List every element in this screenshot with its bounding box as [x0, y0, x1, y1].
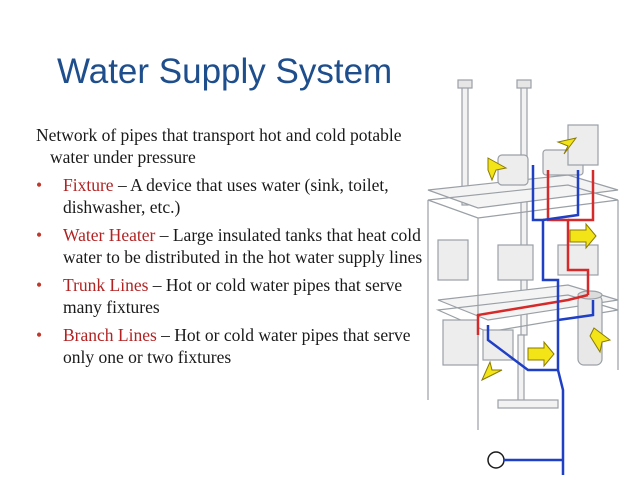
bullet-desc: – Hot or cold water pipes that serve man…: [63, 275, 403, 317]
bullet-dot: •: [36, 175, 43, 195]
bullet-dot: •: [36, 275, 43, 295]
bullet-term: Branch Lines: [63, 325, 157, 345]
bullet-term: Water Heater: [63, 225, 156, 245]
bullet-trunk-lines: • Trunk Lines – Hot or cold water pipes t…: [36, 274, 432, 318]
bullet-dot: •: [36, 225, 43, 245]
bullet-desc: – Hot or cold water pipes that serve onl…: [63, 325, 411, 367]
bullet-dot: •: [36, 325, 43, 345]
bullet-term: Trunk Lines: [63, 275, 149, 295]
bullet-branch-lines: • Branch Lines – Hot or cold water pipes …: [36, 324, 432, 368]
plumbing-diagram-icon: [427, 79, 619, 475]
slide-body: Network of pipes that transport hot and …: [36, 124, 432, 374]
bullet-water-heater: • Water Heater – Large insulated tanks th…: [36, 224, 432, 268]
slide-title: Water Supply System: [57, 52, 393, 91]
bullet-desc: – Large insulated tanks that heat cold w…: [63, 225, 423, 267]
bullet-fixture: • Fixture – A device that uses water (sin…: [36, 174, 432, 218]
intro-text: Network of pipes that transport hot and …: [36, 125, 402, 167]
bullet-term: Fixture: [63, 175, 114, 195]
bullet-desc: – A device that uses water (sink, toilet…: [63, 175, 389, 217]
